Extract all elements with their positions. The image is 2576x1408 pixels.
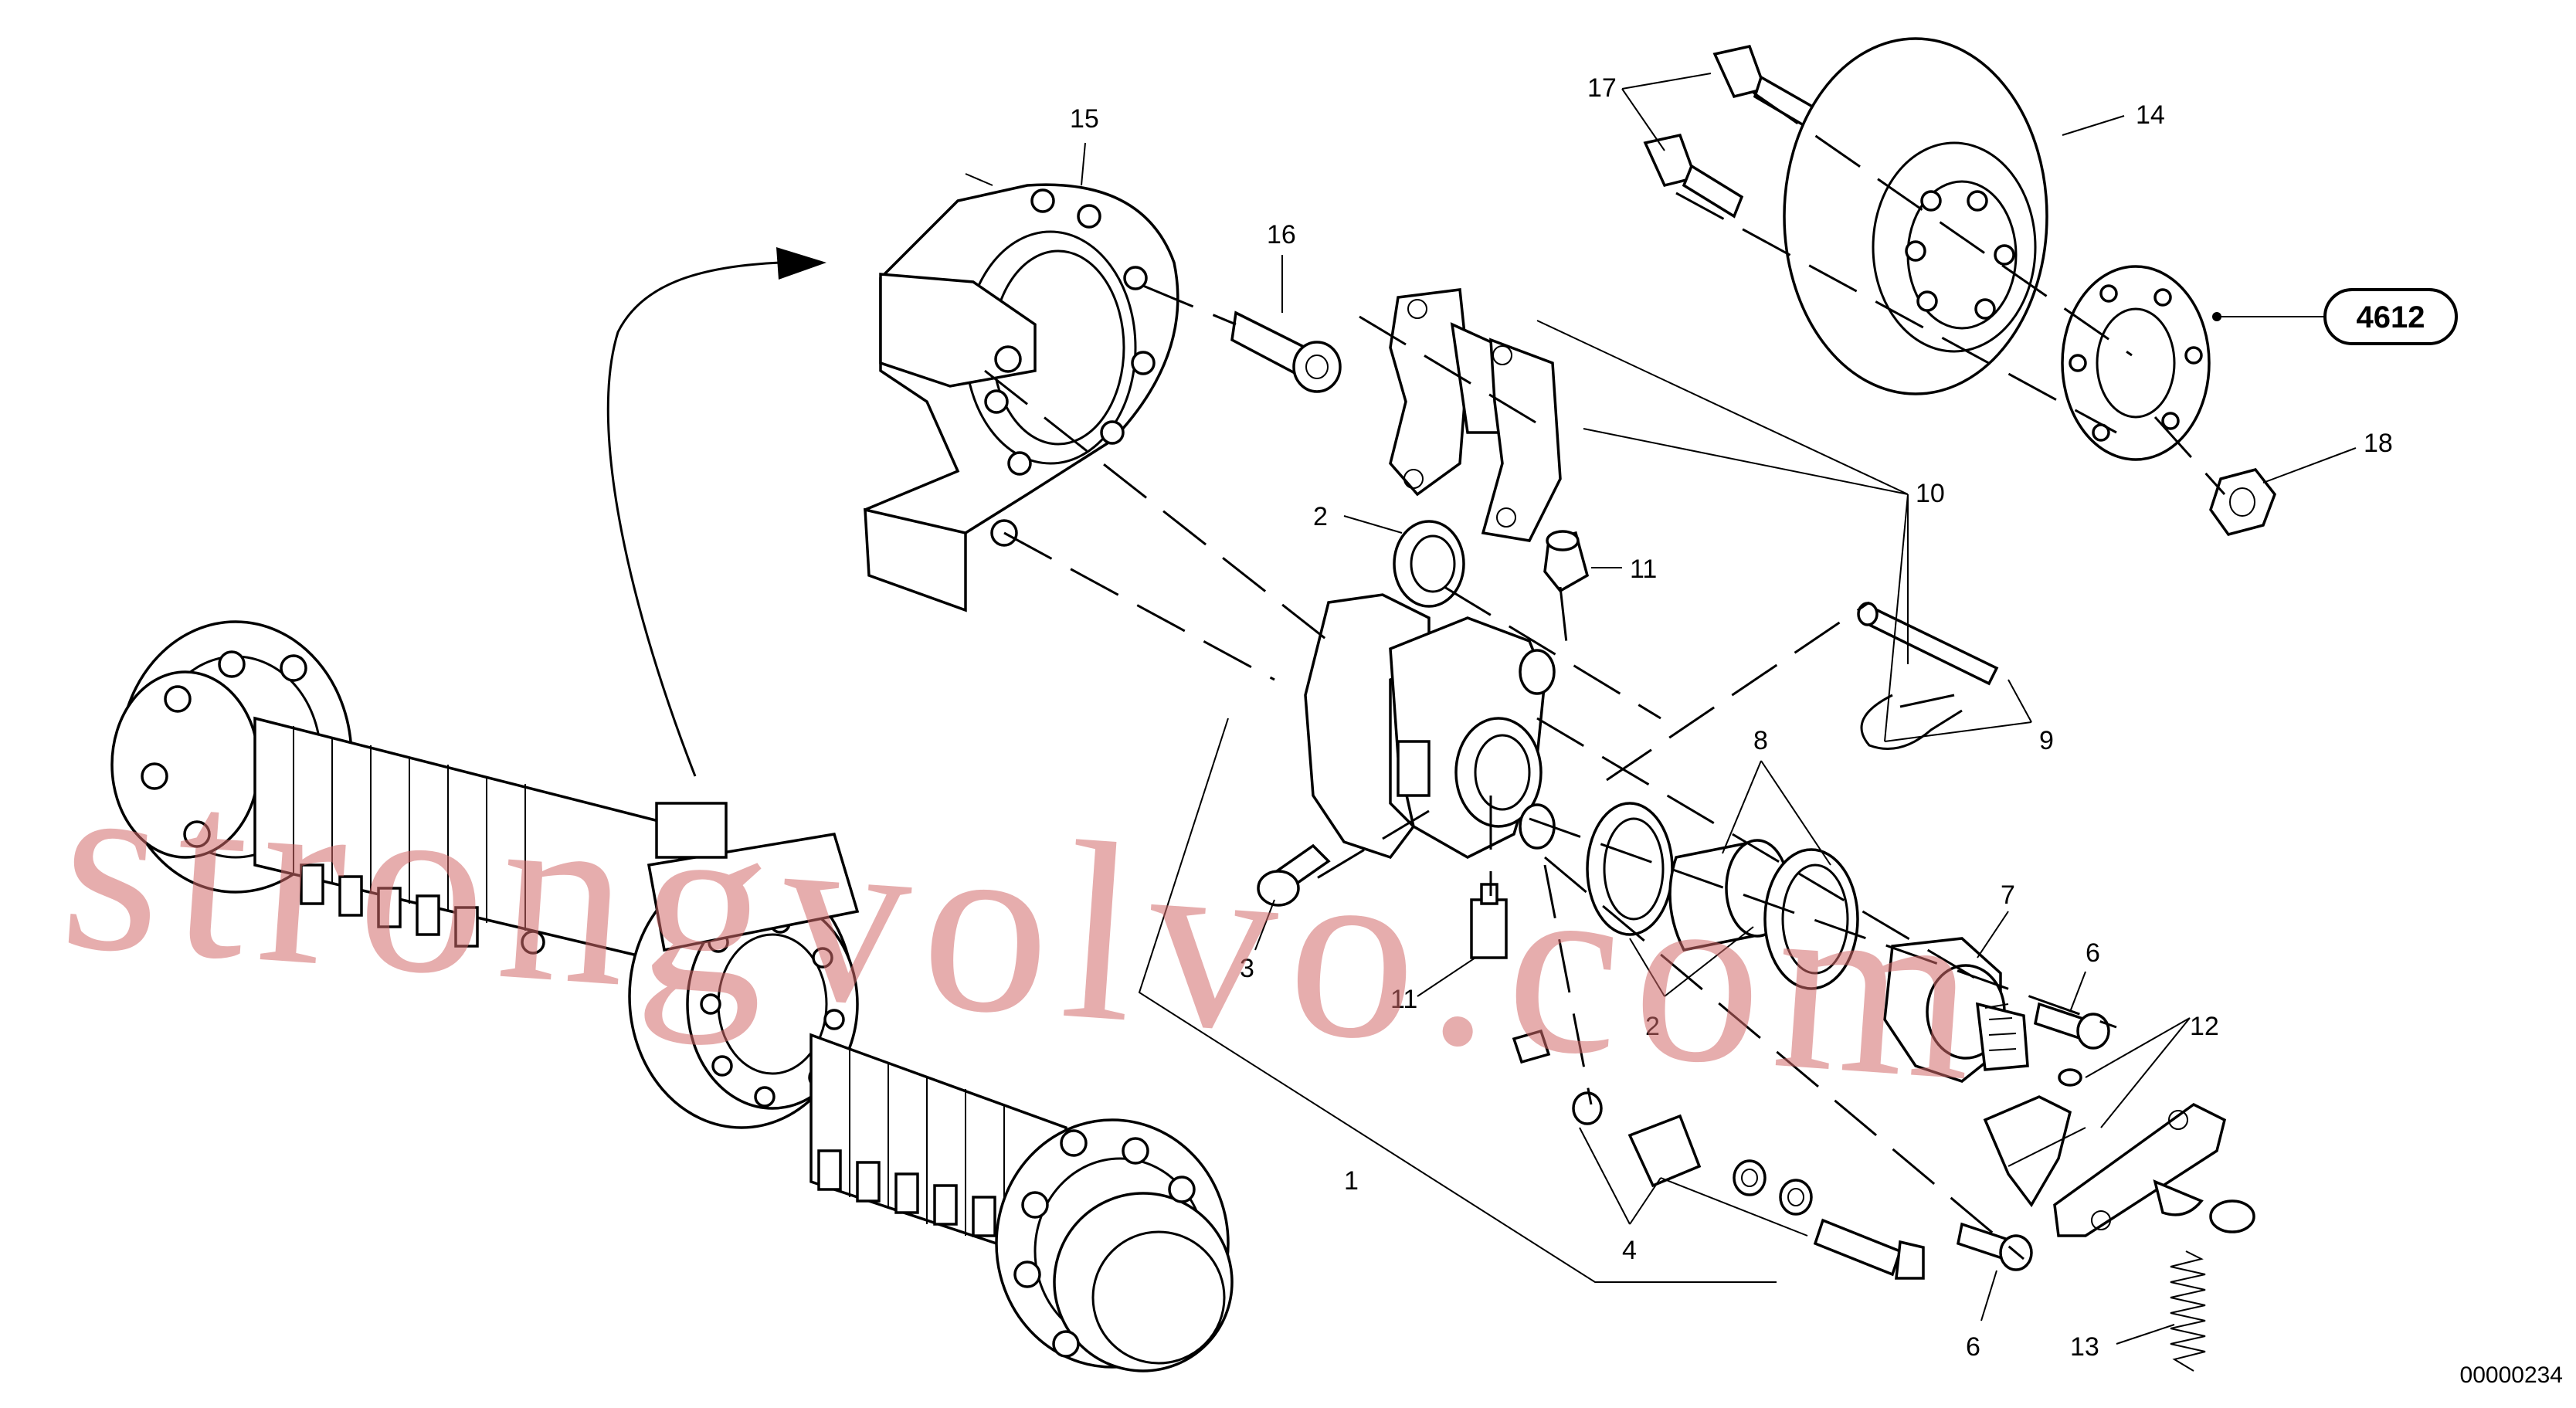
part-11-bleeder	[1543, 530, 1590, 593]
callout-labels: 1 2 2 3 4 6 6 7 8 9 10 11 11 12 13 14 15…	[1070, 73, 2393, 1362]
callout-8: 8	[1753, 726, 1768, 755]
part-6-screw	[2033, 1002, 2110, 1050]
part-18-nut	[2209, 468, 2276, 537]
part-16-bolt	[1230, 310, 1342, 393]
assembly-center-lines	[984, 91, 2226, 1260]
part-15-bracket	[864, 183, 1179, 612]
part-10-brake-pads	[1389, 288, 1562, 542]
reference-group-badge: 4612	[2323, 288, 2458, 345]
part-2-seal	[1393, 520, 1465, 608]
document-number: 00000234	[2460, 1362, 2563, 1388]
callout-14: 14	[2136, 100, 2165, 130]
callout-6-upper: 6	[2086, 938, 2100, 968]
part-11-bleeder-lower	[1470, 883, 1508, 959]
part-flange-4612	[2061, 265, 2211, 461]
part-14-brake-disc	[1783, 37, 2048, 395]
axle-assembly	[110, 620, 1234, 1372]
leader-lines	[965, 73, 2357, 1345]
part-4-sleeve-kit	[1512, 1029, 1925, 1280]
callout-2-rings: 2	[1645, 1012, 1660, 1041]
callout-12: 12	[2190, 1012, 2219, 1041]
callout-17: 17	[1587, 73, 1617, 103]
part-3-fitting	[1257, 843, 1331, 907]
callout-4: 4	[1622, 1236, 1637, 1265]
callout-11-lower: 11	[1390, 985, 1417, 1014]
callout-11-upper: 11	[1630, 555, 1657, 584]
part-7-adjuster	[1883, 937, 2029, 1083]
part-6-screw-lower	[1956, 1222, 2033, 1271]
callout-9: 9	[2039, 726, 2054, 755]
part-9-pin-and-clip	[1857, 602, 1999, 750]
callout-16: 16	[1267, 220, 1296, 249]
callout-15: 15	[1070, 104, 1099, 134]
callout-10: 10	[1916, 479, 1945, 508]
assembly-arrow	[606, 247, 826, 777]
callout-2-seal: 2	[1313, 502, 1328, 531]
watermark: strongvolvo.com	[54, 719, 1998, 1135]
callout-18: 18	[2364, 429, 2393, 458]
reference-group-label: 4612	[2357, 300, 2425, 334]
callout-7: 7	[2001, 880, 2015, 910]
callout-6-lower: 6	[1966, 1332, 1980, 1362]
part-12-lever	[1983, 1068, 2255, 1237]
part-13-spring	[2170, 1250, 2206, 1372]
brake-caliper-body	[1304, 593, 1556, 860]
part-2-rings-and-8-piston	[1586, 802, 1859, 990]
callout-13: 13	[2070, 1332, 2099, 1362]
callout-1: 1	[1344, 1166, 1359, 1196]
part-17-bolts	[1643, 44, 1817, 219]
callout-3: 3	[1240, 954, 1254, 983]
